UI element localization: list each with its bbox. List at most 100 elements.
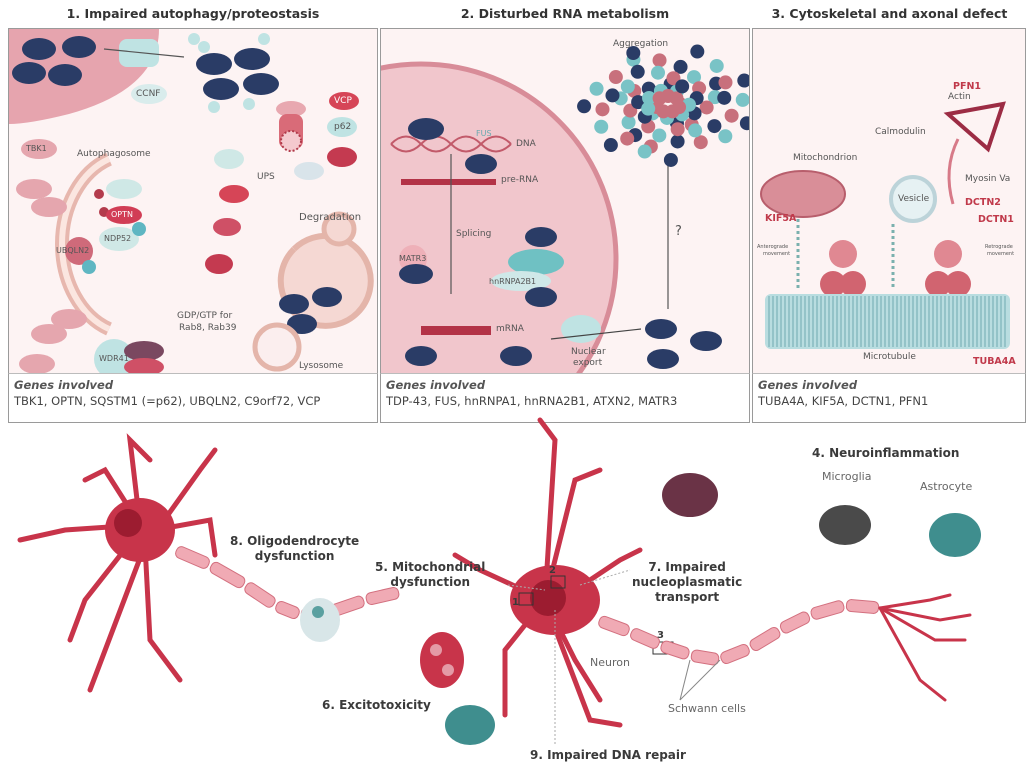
astrocyte-cell — [929, 513, 981, 557]
aggregate-particle — [690, 44, 705, 59]
aggregate-particle — [707, 119, 722, 134]
tdp43-protein — [287, 314, 317, 334]
tdp43-protein — [48, 64, 82, 86]
central-neuron-nucleus — [530, 580, 566, 616]
aggregate-particle — [673, 59, 688, 74]
panel-cytoskeletal: PFN1 Actin Calmodulin Mitochondrion Myos… — [752, 28, 1026, 375]
label-kif5a: KIF5A — [765, 213, 797, 224]
label-retrograde-2: movement — [987, 251, 1015, 257]
ups-ring — [280, 130, 302, 152]
label-lysosome: Lysosome — [299, 361, 344, 371]
ubqln2-protein — [213, 218, 241, 236]
tdp43-protein — [525, 227, 557, 247]
label-nuclear-export-1: Nuclear — [571, 347, 606, 357]
label-vcp: VCP — [334, 96, 352, 106]
actin-filament — [943, 101, 1006, 153]
label-nucleoplasmatic: 7. Impaired nucleoplasmatic transport — [632, 560, 742, 605]
mito-line-1: 5. Mitochondrial — [375, 560, 486, 574]
myelin-segment — [690, 649, 720, 666]
aggregate-particle — [709, 58, 724, 73]
myelin-segment — [209, 561, 246, 589]
tdp43-protein — [405, 346, 437, 366]
tdp43-protein — [196, 53, 232, 75]
axon-terminal-branches — [878, 593, 972, 702]
ccnf-protein — [131, 84, 167, 104]
schwann-pointer — [679, 659, 691, 701]
aggregate-particle — [620, 79, 635, 94]
myosin-va — [947, 138, 960, 205]
label-pre-rna: pre-RNA — [501, 175, 539, 185]
label-question: ? — [675, 224, 682, 239]
genes-list: TBK1, OPTN, SQSTM1 (=p62), UBQLN2, C9orf… — [14, 394, 321, 408]
aggregate-particle — [724, 108, 739, 123]
inset-box-1 — [518, 592, 534, 606]
right-axon-myelin — [598, 599, 880, 666]
p62-protein — [327, 117, 357, 137]
myelin-segment — [749, 626, 781, 652]
label-myosin: Myosin Va — [965, 174, 1011, 184]
label-calmodulin: Calmodulin — [875, 127, 926, 137]
tdp43-protein — [243, 73, 279, 95]
aggregate-particle — [670, 134, 685, 149]
aggregate-particle — [577, 99, 592, 114]
ups-proteasome — [276, 101, 306, 117]
tdp43-protein — [465, 154, 497, 174]
aggregate-particle — [620, 131, 635, 146]
dynein-motor — [820, 271, 846, 297]
myelin-segment — [598, 615, 630, 637]
aggregate-particle — [621, 115, 636, 130]
label-ubqln2: UBQLN2 — [56, 246, 90, 255]
nuclear-pore — [561, 315, 601, 343]
aggregate-particle — [595, 102, 610, 117]
tdp43-protein — [62, 36, 96, 58]
label-actin: Actin — [948, 92, 971, 102]
myelin-segment — [810, 600, 845, 620]
tdp43-protein — [279, 294, 309, 314]
genes-list: TDP-43, FUS, hnRNPA1, hnRNA2B1, ATXN2, M… — [386, 394, 678, 408]
vcp-protein — [329, 92, 359, 110]
ubqln2-protein — [327, 147, 357, 167]
label-degradation: Degradation — [299, 212, 362, 223]
label-retrograde: Retrograde — [985, 244, 1013, 250]
mito-line-2: dysfunction — [390, 575, 471, 589]
label-dctn1: DCTN1 — [978, 214, 1014, 225]
optn-protein — [106, 206, 142, 224]
aggregate-particle — [675, 79, 690, 94]
aggregate-particle — [663, 152, 678, 167]
tbk1-protein — [31, 197, 67, 217]
label-mitochondrion: Mitochondrion — [793, 153, 858, 163]
aggregate-particle — [717, 90, 732, 105]
label-ccnf: CCNF — [136, 89, 161, 99]
rna-metabolism-illustration — [381, 44, 749, 374]
aggregate-particle — [642, 90, 657, 105]
smcr8-protein — [124, 341, 164, 361]
label-excitotoxicity: 6. Excitotoxicity — [322, 698, 431, 712]
aggregate-particle — [687, 70, 702, 85]
label-mrna: mRNA — [496, 324, 524, 334]
label-oligodendrocyte: 8. Oligodendrocyte dysfunction — [230, 534, 359, 564]
label-astrocyte: Astrocyte — [920, 480, 973, 493]
genes-list: TUBA4A, KIF5A, DCTN1, PFN1 — [758, 394, 929, 408]
inset-box-3 — [652, 641, 674, 655]
panel-3-genes: Genes involved TUBA4A, KIF5A, DCTN1, PFN… — [752, 373, 1026, 423]
label-microglia: Microglia — [822, 470, 872, 483]
arrow — [550, 328, 642, 340]
tdp43-protein — [525, 287, 557, 307]
ubiquitin — [208, 101, 220, 113]
tbk1-protein — [51, 309, 87, 329]
panel-autophagy: Autophagosome CCNF UPS VCP p62 Degradati… — [8, 28, 378, 375]
aggregate-particle — [699, 100, 714, 115]
label-autophagosome: Autophagosome — [77, 149, 151, 159]
aggregate-particle — [637, 144, 652, 159]
label-aggregation: Aggregation — [613, 39, 669, 49]
myelin-segment — [845, 599, 880, 614]
aggregate-particle — [737, 73, 749, 88]
aggregate-particle — [670, 122, 685, 137]
panel-3-title: 3. Cytoskeletal and axonal defect — [771, 6, 1008, 21]
label-dctn2: DCTN2 — [965, 197, 1001, 208]
oligodendrocyte — [300, 598, 340, 642]
aggregate-particle — [688, 123, 703, 138]
tdp43-protein — [690, 331, 722, 351]
cytoskeletal-illustration — [760, 101, 1010, 349]
label-tuba4a: TUBA4A — [973, 356, 1016, 367]
